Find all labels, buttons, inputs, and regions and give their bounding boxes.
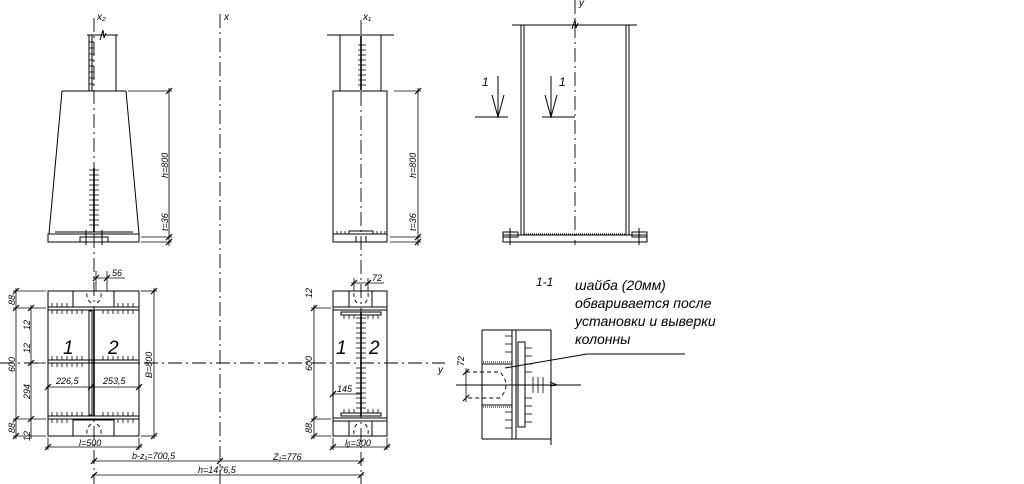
left-plan-dim-12-b: 12 [22,343,32,353]
cut-label-left: 1 [482,75,489,89]
left-plan-dim-l: l=500 [79,438,101,448]
left-plan-dim-56: 56 [112,268,122,278]
middle-plan-dim-12: 12 [304,288,314,298]
middle-plan-dim-72: 72 [372,273,382,283]
section-dim-72: 72 [456,356,466,366]
bottom-dimensions [90,457,365,479]
section-title: 1-1 [536,275,553,289]
left-t-label: t=36 [160,213,170,231]
section-1-1 [456,329,685,445]
middle-elevation [327,34,422,246]
note-line-4: колонны [575,331,631,347]
left-plan-dim-12-a: 12 [22,320,32,330]
dim-h0: h=1476,5 [198,465,237,475]
left-elevation [47,29,173,246]
left-plan-dim-88-top: 88 [7,295,17,305]
note: шайба (20мм) обваривается после установк… [574,277,716,347]
axis-x2-label: x₂ [96,12,106,23]
middle-t-label: t=36 [408,213,418,231]
axis-x1-label: x₁ [362,12,371,23]
middle-plan-zone-2: 2 [368,338,380,359]
break-mark-icon [99,29,107,41]
axis-y-plan-label: y [437,365,444,376]
middle-plan [310,278,391,451]
axis-x-label: x [223,12,230,23]
note-line-1: шайба (20мм) [575,277,666,293]
left-plan [12,271,158,451]
left-plan-dim-226: 226,5 [55,376,80,386]
middle-plan-zone-1: 1 [336,338,347,359]
note-line-3: установки и выверки [574,313,716,329]
left-plan-dim-88-bot: 88 [7,423,17,433]
axis-y-top-label: y [578,0,585,9]
dim-b-z1: b-z₁=700,5 [132,451,176,461]
left-h-label: h=800 [160,153,170,178]
left-plan-dim-294: 294 [22,384,32,400]
left-plan-dim-600: 600 [7,357,17,372]
middle-plan-dim-145: 145 [337,384,353,394]
left-plan-dim-253: 253,5 [102,376,127,386]
break-mark-icon [571,19,579,30]
dim-z1: Z₁=776 [272,452,302,462]
note-line-2: обваривается после [575,295,712,311]
left-plan-zone-2: 2 [107,338,119,359]
middle-plan-dim-88: 88 [304,423,314,433]
left-plan-zone-1: 1 [63,338,74,359]
cut-label-right: 1 [559,75,566,89]
middle-plan-dim-lb: lᵦ=300 [345,438,371,448]
middle-h-label: h=800 [408,153,418,178]
right-elevation [475,19,648,245]
left-plan-dim-12-c: 12 [22,431,32,441]
left-plan-dim-B: B=800 [144,352,154,378]
middle-plan-dim-600: 600 [304,356,314,371]
